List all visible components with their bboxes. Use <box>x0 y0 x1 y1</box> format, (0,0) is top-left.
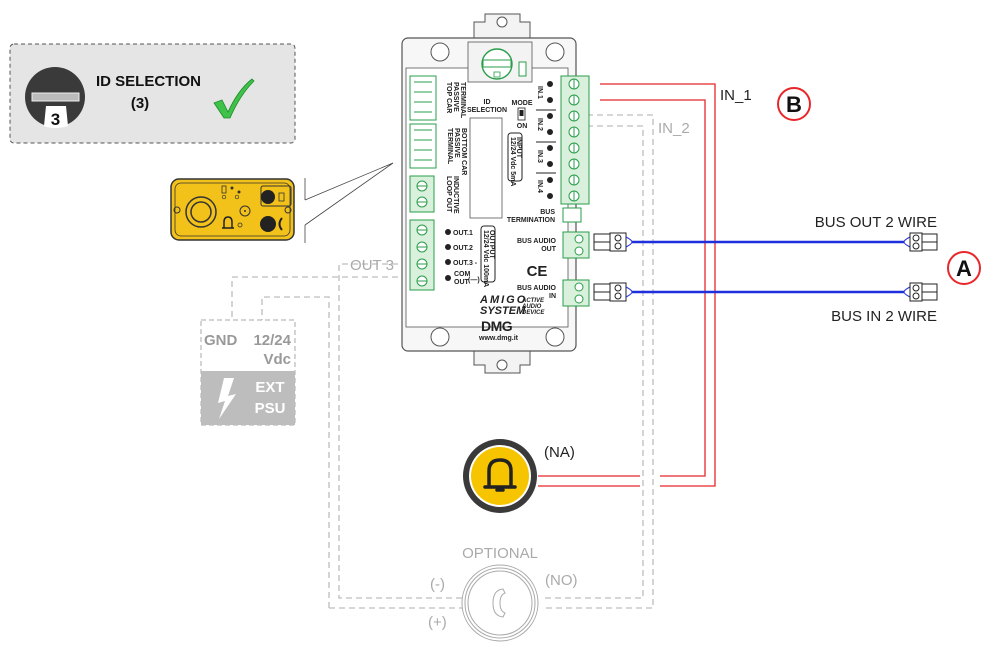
out1-label: OUT.1 <box>453 230 473 237</box>
bus-termination-label-2: TERMINATION <box>507 217 555 224</box>
out2-label: OUT.2 <box>453 245 473 252</box>
top-car-terminal <box>409 75 437 121</box>
brand-amigo: AMIGO <box>479 294 527 306</box>
tagline-active: ACTIVE <box>521 298 545 304</box>
id-selection-value: (3) <box>131 95 149 112</box>
on-label: ON <box>517 123 528 130</box>
com-label: COM <box>454 271 471 278</box>
bus-termination-jumper <box>562 207 582 223</box>
bell-icon <box>483 458 517 492</box>
bus-out-label: BUS OUT 2 WIRE <box>815 214 937 231</box>
inductive-label: INDUCTIVE <box>452 176 459 214</box>
id-selection-title: ID SELECTION <box>96 73 201 90</box>
bell-icon <box>222 216 234 229</box>
bus-out-wire <box>593 232 938 252</box>
website-label: www.dmg.it <box>478 335 519 342</box>
bus-in-label: BUS IN 2 WIRE <box>831 308 937 325</box>
external-psu: GND 12/24 Vdc EXT PSU <box>200 319 296 426</box>
id-label: ID <box>484 99 491 106</box>
com-sign-label: (—) <box>468 277 480 284</box>
no-label: (NO) <box>545 572 578 589</box>
out3-label: OUT.3 - <box>453 260 478 267</box>
callout-a: A <box>947 251 981 285</box>
output-spec-label: 12/24 Vdc 100mA <box>482 230 489 287</box>
in1-wire-label: IN_1 <box>720 87 752 104</box>
input-contacts: IN.1 IN.2 IN.3 IN.4 <box>536 81 556 199</box>
callout-a-label: A <box>956 256 972 281</box>
in1-label: IN.1 <box>536 86 543 99</box>
inductive-loop-terminal <box>409 175 435 213</box>
tagline-audio: AUDIO <box>521 304 542 310</box>
plus-label: (+) <box>428 614 447 631</box>
lightning-icon <box>218 378 236 419</box>
psu-voltage-label: 12/24 <box>253 332 291 349</box>
psu-ext-label: EXT <box>255 379 284 396</box>
out3-wire-label: OUT 3 <box>350 257 394 274</box>
brand-system: SYSTEM <box>480 305 526 317</box>
yellow-intercom-unit <box>170 178 295 241</box>
id-dial-icon: 3 <box>25 67 85 129</box>
ce-mark: CE <box>527 263 548 280</box>
bus-audio-out-terminal <box>562 231 590 259</box>
bus-termination-label: BUS <box>540 209 555 216</box>
bottom-car-label-2: PASSIVE <box>453 128 460 158</box>
minus-label: (-) <box>430 576 445 593</box>
in4-label: IN.4 <box>536 180 543 193</box>
selection-label: SELECTION <box>467 107 507 114</box>
input-terminal-block <box>560 75 590 205</box>
output-labels: OUT.1 OUT.2 OUT.3 - COM OUT (—) <box>445 229 480 286</box>
tagline-device: DEVICE <box>522 310 545 316</box>
bottom-car-label: BOTTOM CAR <box>460 128 467 175</box>
alarm-pushbutton <box>463 439 537 513</box>
red-wires <box>538 83 716 487</box>
optional-label: OPTIONAL <box>462 545 538 562</box>
bus-in-wire <box>593 282 938 302</box>
in3-label: IN.3 <box>536 150 543 163</box>
checkmark-icon <box>213 78 255 119</box>
id-selection-callout: 3 ID SELECTION (3) <box>9 43 296 144</box>
in2-wire-label: IN_2 <box>658 120 690 137</box>
psu-gnd-label: GND <box>204 332 238 349</box>
bus-audio-in-label: BUS AUDIO <box>517 285 557 292</box>
bottom-car-label-3: TERMINAL <box>446 128 453 165</box>
handset-icon <box>278 217 283 231</box>
bottom-car-terminal <box>409 123 437 169</box>
bus-audio-out-label-2: OUT <box>541 246 557 253</box>
input-label: INPUT <box>515 137 522 159</box>
gray-dashed-wires <box>231 114 654 609</box>
top-car-label-2: PASSIVE <box>452 82 459 112</box>
phone-icon <box>492 588 506 618</box>
dial-number: 3 <box>51 110 60 129</box>
speaker-icon <box>185 196 217 228</box>
na-label: (NA) <box>544 444 575 461</box>
amigo-control-board: TOP CAR PASSIVE TERMINAL BOTTOM CAR PASS… <box>401 13 590 374</box>
callout-b-label: B <box>786 92 802 117</box>
mode-label: MODE <box>512 100 533 107</box>
psu-psu-label: PSU <box>255 400 286 417</box>
bus-audio-in-terminal <box>562 279 590 307</box>
com-out-label: OUT <box>454 279 470 286</box>
zoom-lines <box>304 162 394 243</box>
input-spec-label: 12/24 Vdc 5mA <box>509 137 516 186</box>
optional-phone-button <box>461 564 539 642</box>
top-car-label: TOP CAR <box>445 82 452 113</box>
id-rotary-switch <box>481 48 513 80</box>
inductive-label-2: LOOP OUT <box>445 176 452 213</box>
output-terminal <box>409 219 435 291</box>
in2-label: IN.2 <box>536 118 543 131</box>
callout-b: B <box>777 87 811 121</box>
top-car-label-3: TERMINAL <box>459 82 466 119</box>
bus-audio-out-label: BUS AUDIO <box>517 238 557 245</box>
bus-audio-in-label-2: IN <box>549 293 556 300</box>
psu-vdc-label: Vdc <box>263 351 291 368</box>
dmg-logo: DMG <box>481 318 513 334</box>
output-label: OUTPUT <box>488 230 495 260</box>
